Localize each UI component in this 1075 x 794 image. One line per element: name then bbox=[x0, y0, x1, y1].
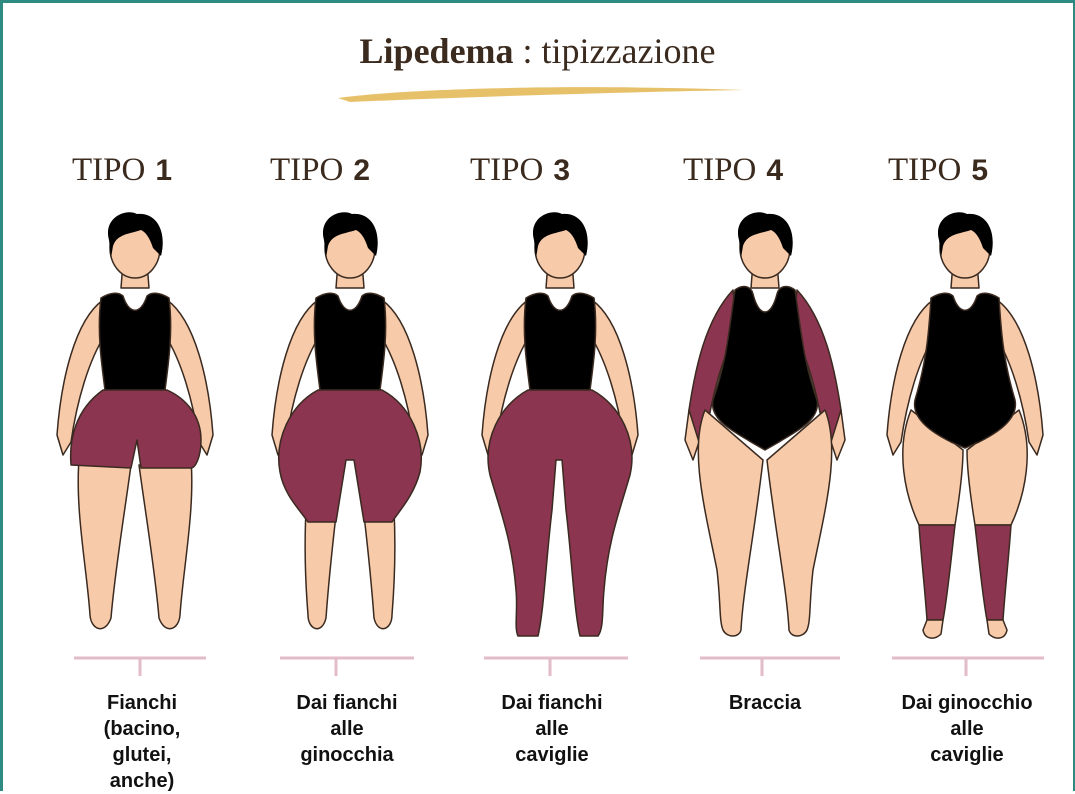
type-1-header: TIPO 1 bbox=[72, 152, 172, 189]
type-1-number: 1 bbox=[155, 154, 172, 187]
caption-line: Fianchi bbox=[57, 690, 227, 716]
caption-line: caviglie bbox=[467, 742, 637, 768]
title-underline-stroke bbox=[330, 82, 750, 106]
caption-line: caviglie bbox=[882, 742, 1052, 768]
caption-line: (bacino, bbox=[57, 716, 227, 742]
caption-line: Dai fianchi bbox=[262, 690, 432, 716]
caption-line: Dai ginocchio bbox=[882, 690, 1052, 716]
type-3-bracket bbox=[482, 654, 630, 680]
type-2-figure bbox=[260, 210, 440, 645]
caption-line: glutei, bbox=[57, 742, 227, 768]
type-2-number: 2 bbox=[353, 154, 370, 187]
type-1-caption: Fianchi (bacino, glutei, anche) bbox=[57, 690, 227, 794]
type-3-figure bbox=[470, 210, 650, 645]
type-2-header: TIPO 2 bbox=[270, 152, 370, 189]
type-2-caption: Dai fianchi alle ginocchia bbox=[262, 690, 432, 768]
type-5-number: 5 bbox=[971, 154, 988, 187]
type-4-caption: Braccia bbox=[680, 690, 850, 716]
type-5-header: TIPO 5 bbox=[888, 152, 988, 189]
caption-line: Braccia bbox=[680, 690, 850, 716]
type-4-label: TIPO bbox=[683, 152, 756, 188]
type-1-figure bbox=[45, 210, 225, 645]
caption-line: alle bbox=[882, 716, 1052, 742]
caption-line: alle bbox=[262, 716, 432, 742]
caption-line: alle bbox=[467, 716, 637, 742]
type-3-header: TIPO 3 bbox=[470, 152, 570, 189]
type-5-label: TIPO bbox=[888, 152, 961, 188]
type-3-label: TIPO bbox=[470, 152, 543, 188]
type-4-figure bbox=[675, 210, 855, 645]
caption-line: anche) bbox=[57, 768, 227, 794]
type-3-caption: Dai fianchi alle caviglie bbox=[467, 690, 637, 768]
type-5-figure bbox=[875, 210, 1055, 645]
type-4-header: TIPO 4 bbox=[683, 152, 783, 189]
title-bold: Lipedema bbox=[360, 31, 514, 71]
type-1-label: TIPO bbox=[72, 152, 145, 188]
type-3-number: 3 bbox=[553, 154, 570, 187]
type-4-bracket bbox=[698, 654, 842, 680]
title-rest: : tipizzazione bbox=[514, 31, 716, 71]
caption-line: ginocchia bbox=[262, 742, 432, 768]
type-5-bracket bbox=[890, 654, 1046, 680]
type-2-label: TIPO bbox=[270, 152, 343, 188]
type-1-bracket bbox=[72, 654, 208, 680]
type-2-bracket bbox=[278, 654, 416, 680]
page-title: Lipedema : tipizzazione bbox=[0, 30, 1075, 72]
type-4-number: 4 bbox=[766, 154, 783, 187]
type-5-caption: Dai ginocchio alle caviglie bbox=[882, 690, 1052, 768]
caption-line: Dai fianchi bbox=[467, 690, 637, 716]
